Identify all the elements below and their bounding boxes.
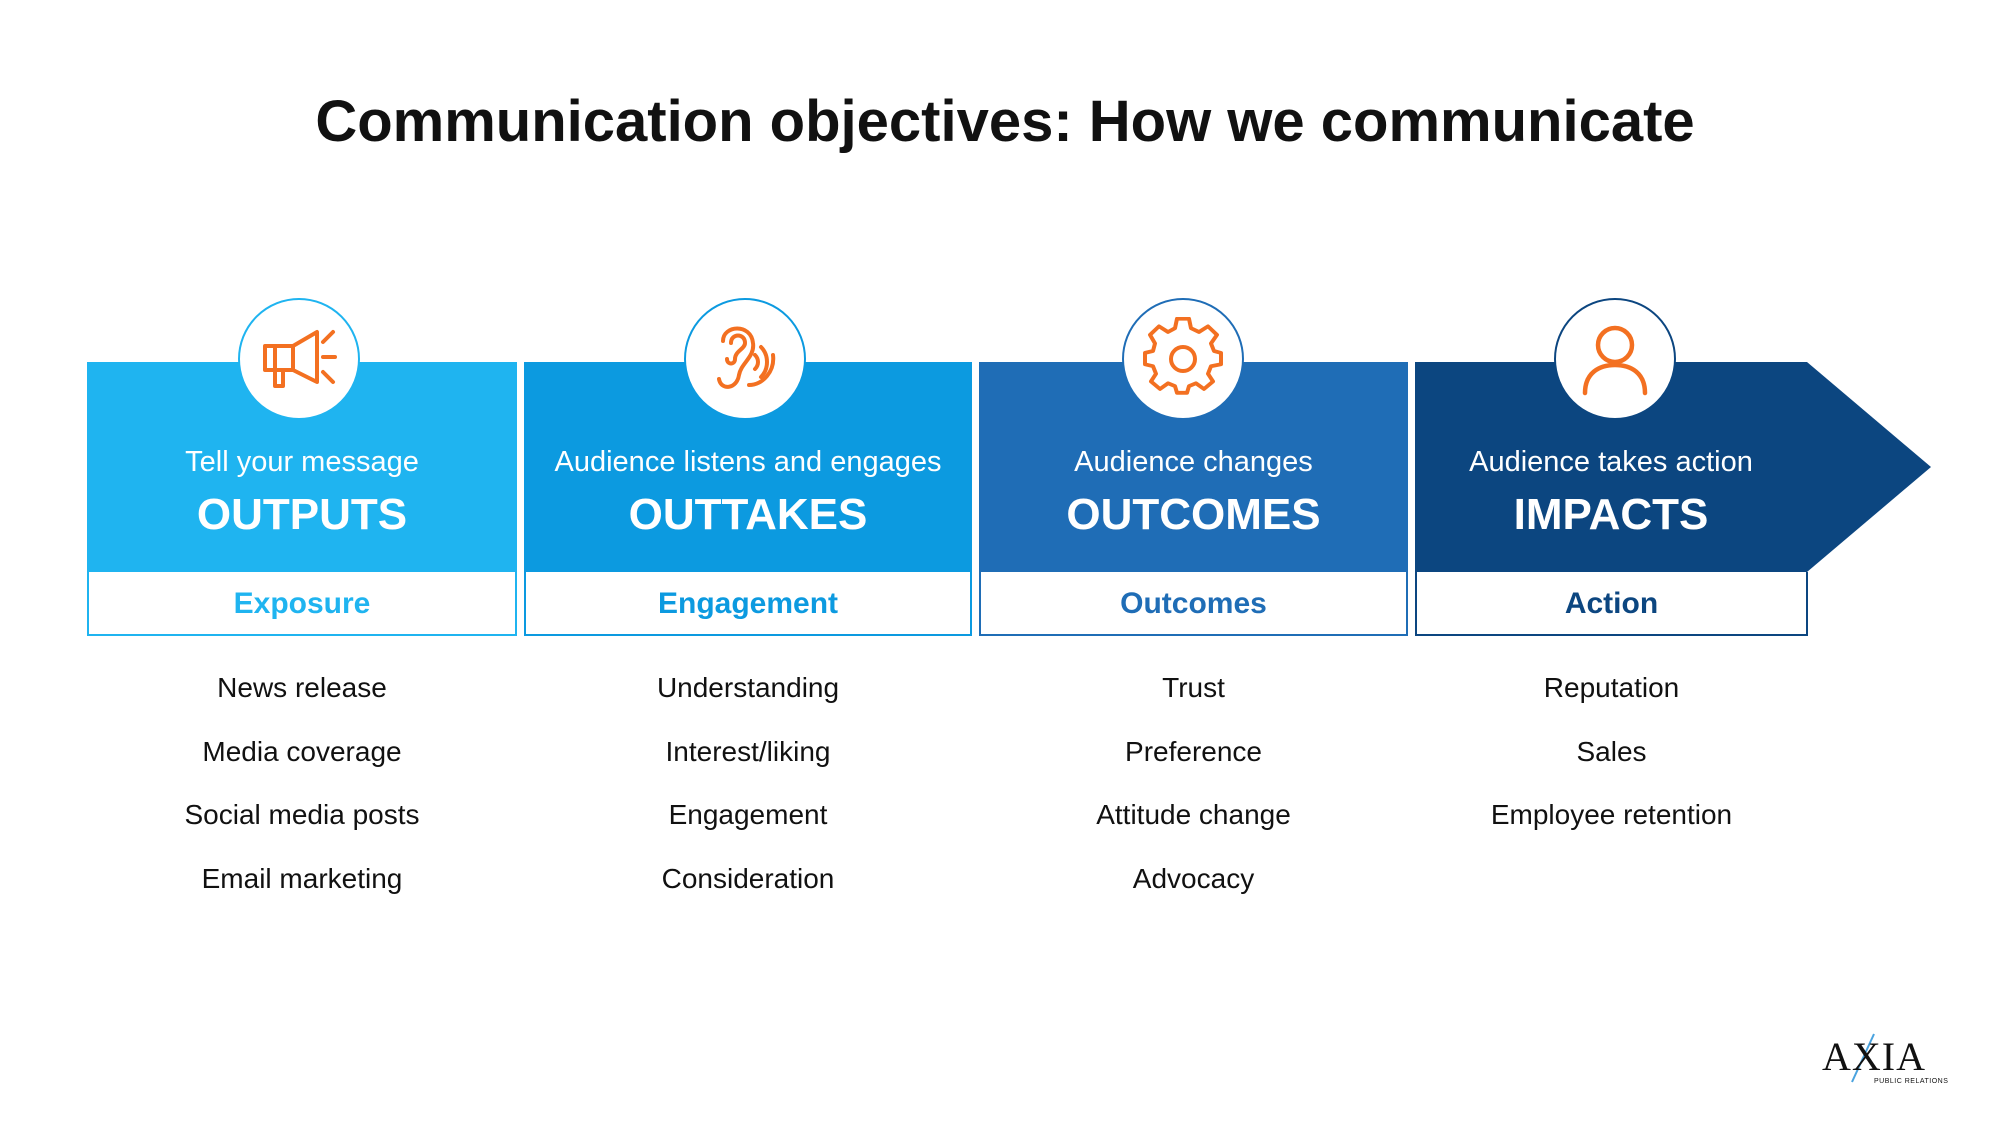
- page-title: Communication objectives: How we communi…: [315, 89, 1695, 154]
- list-item: Email marketing: [201, 862, 403, 894]
- logo-tagline: PUBLIC RELATIONS: [1874, 1078, 1948, 1085]
- stage-subtitle: Audience listens and engages: [554, 446, 942, 478]
- stage-subtitle: Audience takes action: [1469, 446, 1753, 478]
- stage-heading: OUTTAKES: [628, 490, 868, 539]
- stage-items: Understanding Interest/liking Engagement…: [524, 668, 972, 922]
- list-item: Employee retention: [1490, 799, 1733, 830]
- stage-category: Engagement: [524, 572, 972, 636]
- stage-category: Outcomes: [979, 572, 1408, 636]
- list-item: Preference: [1125, 735, 1262, 767]
- stage-items: Reputation Sales Employee retention: [1415, 668, 1808, 859]
- megaphone-icon: [238, 298, 360, 420]
- stage-category: Action: [1415, 572, 1808, 636]
- list-item: Social media posts: [184, 799, 420, 830]
- list-item: Advocacy: [1132, 862, 1255, 894]
- stage-subtitle: Audience changes: [1074, 446, 1313, 478]
- gear-icon: [1122, 298, 1244, 420]
- list-item: Reputation: [1543, 672, 1680, 703]
- list-item: Media coverage: [202, 735, 402, 767]
- stage-items: Trust Preference Attitude change Advocac…: [979, 668, 1408, 922]
- list-item: Trust: [1162, 672, 1225, 703]
- stage-heading: OUTCOMES: [1066, 490, 1321, 539]
- logo-wordmark: AXIA: [1822, 1034, 1926, 1079]
- list-item: Interest/liking: [665, 735, 831, 767]
- list-item: News release: [217, 672, 387, 703]
- stage-category: Exposure: [87, 572, 517, 636]
- person-icon: [1554, 298, 1676, 420]
- stage-impacts: Audience takes action IMPACTS: [1415, 362, 1807, 572]
- ear-icon: [684, 298, 806, 420]
- stage-subtitle: Tell your message: [185, 446, 419, 478]
- stage-heading: OUTPUTS: [196, 490, 408, 539]
- stage-items: News release Media coverage Social media…: [87, 668, 517, 922]
- list-item: Attitude change: [1096, 799, 1291, 830]
- axia-logo: AXIA PUBLIC RELATIONS: [1822, 1030, 1972, 1085]
- list-item: Understanding: [656, 672, 840, 703]
- list-item: Engagement: [668, 799, 828, 830]
- stage-heading: IMPACTS: [1513, 490, 1709, 539]
- list-item: Sales: [1576, 735, 1647, 767]
- arrow-shape: [1415, 362, 1931, 572]
- list-item: Consideration: [661, 862, 835, 894]
